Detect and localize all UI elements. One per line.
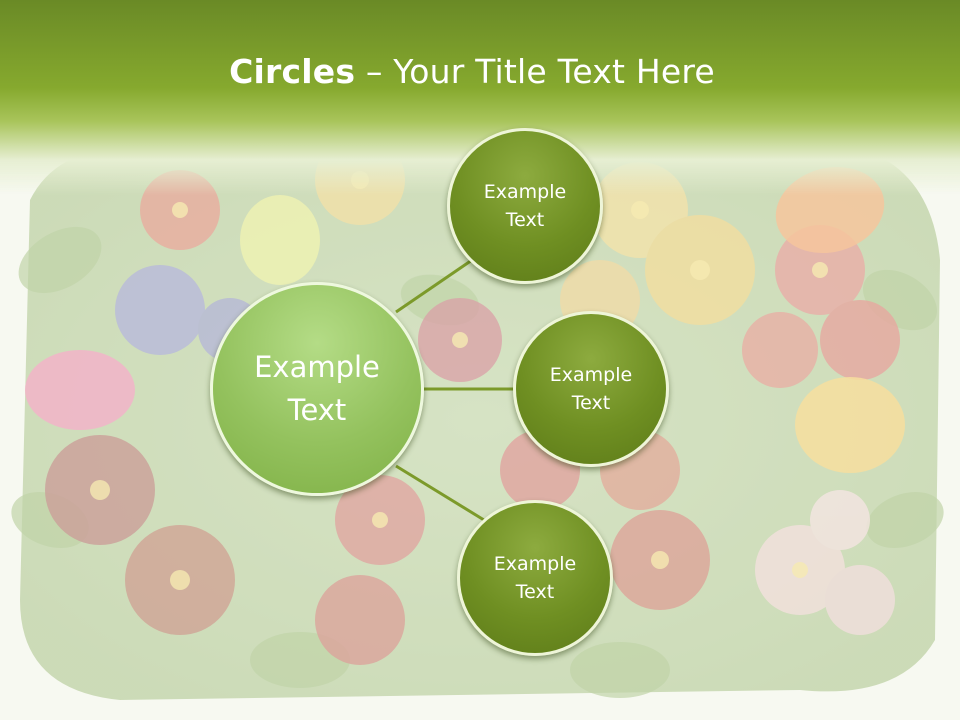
satellite-top-line2: Text <box>505 209 545 231</box>
satellite-top-line1: Example <box>483 180 567 203</box>
satellite-circle-middle: Example Text <box>513 311 669 467</box>
satellite-bottom-line2: Text <box>515 581 555 603</box>
title-rest: – Your Title Text Here <box>355 52 715 91</box>
title-bold: Circles <box>229 52 356 91</box>
satellite-middle-line1: Example <box>549 363 633 386</box>
connector-line-3 <box>395 464 485 522</box>
center-circle: Example Text <box>210 282 424 496</box>
center-circle-line1: Example <box>254 349 380 384</box>
slide-title: Circles – Your Title Text Here <box>0 52 944 91</box>
center-circle-line2: Text <box>287 393 347 427</box>
satellite-bottom-line1: Example <box>493 552 577 575</box>
satellite-circle-bottom: Example Text <box>457 500 613 656</box>
satellite-circle-top: Example Text <box>447 128 603 284</box>
satellite-middle-line2: Text <box>571 392 611 414</box>
connector-line-1 <box>395 256 476 314</box>
